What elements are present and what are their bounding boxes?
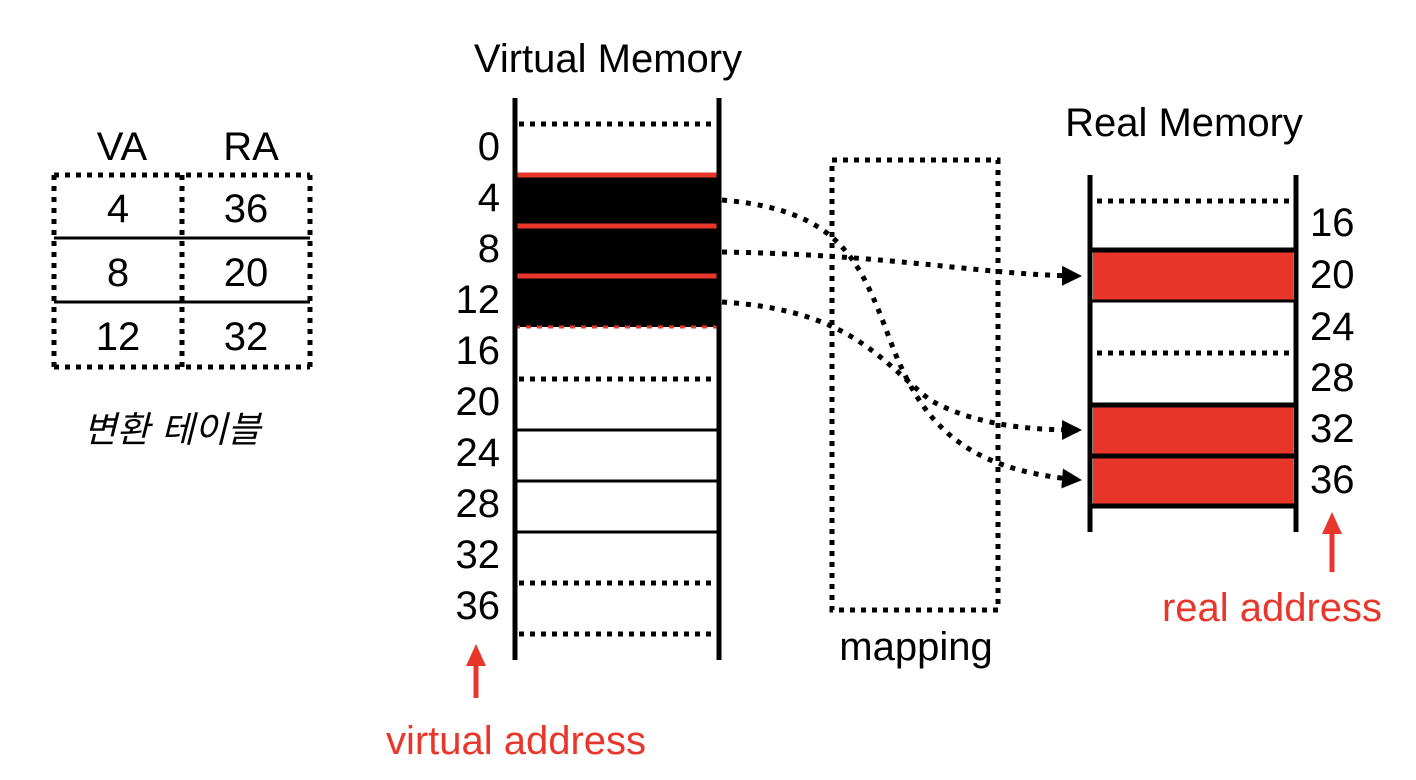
real-slot-20-occupied	[1093, 252, 1293, 300]
real-address-label: 20	[1310, 253, 1355, 297]
mapping-links	[721, 197, 1082, 489]
virtual-address-label: 12	[456, 278, 501, 322]
table-header-ra: RA	[223, 125, 279, 169]
real-address-label: 28	[1310, 356, 1355, 400]
virtual-memory-title: Virtual Memory	[474, 37, 742, 81]
mapping-label: mapping	[839, 625, 992, 669]
real-address-label: 16	[1310, 201, 1355, 245]
table-cell-ra: 36	[224, 187, 269, 231]
virtual-address-label: 8	[478, 227, 500, 271]
virtual-address-pointer	[466, 644, 486, 698]
real-address-label: 32	[1310, 407, 1355, 451]
virtual-occupied-block	[515, 175, 719, 327]
real-address-label: 36	[1310, 458, 1355, 502]
translation-table: VA RA 4 36 8 20 12 32 변환 테이블	[51, 125, 313, 451]
virtual-address-label: 28	[456, 482, 501, 526]
mapping-link-4-to-36	[721, 197, 1082, 489]
table-cell-va: 4	[107, 187, 129, 231]
real-address-label-text: real address	[1162, 586, 1382, 630]
virtual-memory: Virtual Memory 0 4 8 12 16 20 24 28 32 3…	[386, 37, 742, 763]
mapping-link-12-to-32	[721, 299, 1082, 440]
virtual-address-label: 32	[456, 533, 501, 577]
table-caption: 변환 테이블	[83, 410, 263, 451]
table-cell-va: 12	[96, 315, 141, 359]
virtual-address-label: 0	[478, 125, 500, 169]
virtual-address-label: 36	[456, 584, 501, 628]
real-memory: Real Memory 16 20 24 28 32 36 real addre…	[1065, 101, 1382, 630]
mapping-box-border	[829, 157, 1001, 613]
table-cell-ra: 32	[224, 315, 269, 359]
mapping-link-8-to-20	[721, 249, 1082, 286]
up-arrow-icon	[466, 644, 486, 666]
real-slot-36-occupied	[1093, 458, 1293, 504]
virtual-address-label: 24	[456, 431, 501, 475]
real-address-label: 24	[1310, 305, 1355, 349]
virtual-address-label: 20	[456, 380, 501, 424]
real-memory-title: Real Memory	[1065, 101, 1303, 145]
table-header-va: VA	[97, 125, 148, 169]
virtual-address-label: 16	[456, 329, 501, 373]
up-arrow-icon	[1322, 512, 1342, 534]
table-cell-ra: 20	[224, 251, 269, 295]
table-cell-va: 8	[107, 251, 129, 295]
virtual-address-label: 4	[478, 176, 500, 220]
real-slot-32-occupied	[1093, 406, 1293, 454]
virtual-address-label-text: virtual address	[386, 719, 646, 763]
mapping-box: mapping	[829, 157, 1001, 669]
real-address-pointer	[1322, 512, 1342, 572]
